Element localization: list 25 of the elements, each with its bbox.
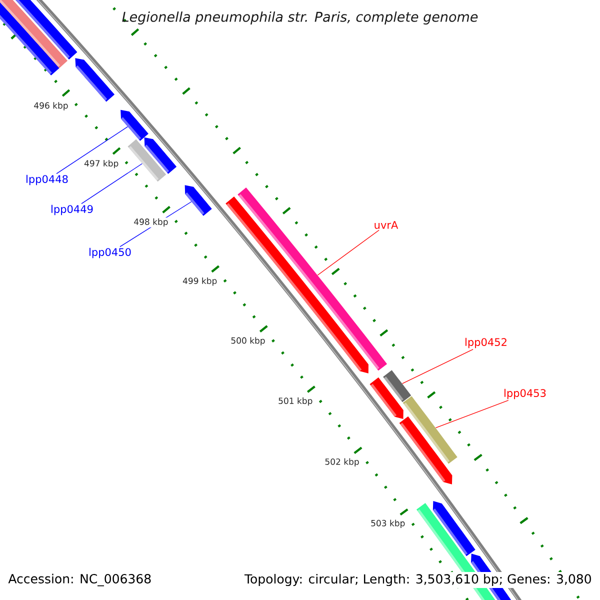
gene-block xyxy=(120,110,148,141)
gene-block xyxy=(184,185,212,216)
title: Legionella pneumophila str. Paris, complete genome xyxy=(122,11,478,25)
leader-line xyxy=(317,230,380,276)
tick-label: 501 kbp xyxy=(277,396,314,406)
gene-label: lpp0450 xyxy=(90,248,131,258)
tick-label: 496 kbp xyxy=(32,101,70,112)
gene-label: lpp0453 xyxy=(504,388,546,400)
gene-block xyxy=(128,139,166,182)
footer-text: Topology: circular; Length: 3,503,610 bp; Genes: 3,080 xyxy=(242,572,594,588)
footer-text: Accession: NC_006368 xyxy=(6,572,154,588)
leader-line xyxy=(402,348,474,384)
leader-line xyxy=(81,163,143,204)
tick-label: 497 kbp xyxy=(83,159,120,169)
tick-label: 502 kbp xyxy=(324,458,360,468)
gene-label: lpp0452 xyxy=(466,338,506,348)
tick-label: 503 kbp xyxy=(370,518,406,529)
tick-label: 498 kbp xyxy=(132,218,170,228)
leader-line xyxy=(435,400,509,428)
gene-label: uvrA xyxy=(374,221,398,229)
gene-label: lpp0449 xyxy=(52,204,93,216)
gene-label: lpp0448 xyxy=(26,174,68,186)
tick-label: 499 kbp xyxy=(182,276,218,286)
leader-line xyxy=(56,126,128,174)
tick-label: 500 kbp xyxy=(230,336,266,346)
